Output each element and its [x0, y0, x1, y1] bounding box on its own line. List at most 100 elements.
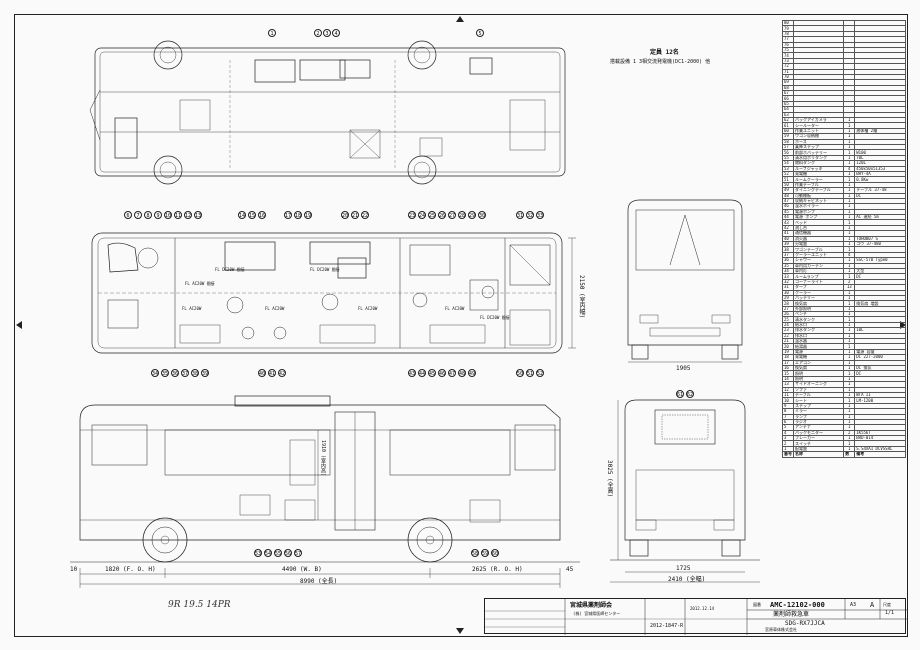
callout-marker: 34	[151, 369, 159, 377]
section-label: FL AC20W 間接	[185, 281, 215, 286]
section-label: FL AC20W	[265, 306, 285, 311]
section-label: FL AC20W	[182, 306, 202, 311]
callout-marker: 21	[351, 211, 359, 219]
callout-marker: 32	[526, 211, 534, 219]
parts-header-no: 番号	[782, 451, 794, 458]
callout-marker: 42	[278, 369, 286, 377]
callout-marker: 61	[676, 390, 684, 398]
callout-marker: 3	[323, 29, 331, 37]
callout-marker: 37	[181, 369, 189, 377]
callout-marker: 41	[268, 369, 276, 377]
callout-marker: 50	[516, 369, 524, 377]
section-label: FL DC20W 間接	[480, 315, 510, 320]
section-label: FL AC20W	[358, 306, 378, 311]
callout-marker: 11	[174, 211, 182, 219]
header-note-1: 定員 12名	[650, 49, 679, 56]
callout-marker: 31	[516, 211, 524, 219]
callout-marker: 26	[438, 211, 446, 219]
plan-view	[91, 232, 576, 354]
callout-marker: 35	[161, 369, 169, 377]
title-scale: 1/1	[885, 610, 895, 616]
top-view	[89, 40, 566, 185]
section-label: FL DC20W 間接	[215, 267, 245, 272]
dim-overall-height: 3025 (全高)	[606, 460, 613, 498]
callout-marker: 45	[428, 369, 436, 377]
callout-marker: 22	[361, 211, 369, 219]
title-block: 宮城県薬剤師会 (株) 宮城県医師センター 2012.12.14 2012-18…	[484, 598, 907, 635]
callout-marker: 19	[304, 211, 312, 219]
callout-marker: 28	[458, 211, 466, 219]
callout-marker: 62	[686, 390, 694, 398]
section-label: FL DC20W 間接	[310, 267, 340, 272]
parts-header-name: 名称	[792, 451, 845, 458]
callout-marker: 10	[164, 211, 172, 219]
dim-rear-mark: 45	[566, 566, 574, 573]
dim-overall-length: 8990 (全長)	[300, 578, 338, 585]
callout-marker: 46	[438, 369, 446, 377]
title-org-sub: (株) 宮城県医師センター	[573, 611, 621, 616]
parts-header-note: 備考	[854, 451, 906, 458]
callout-marker: 17	[284, 211, 292, 219]
parts-header-qty: 数	[843, 451, 856, 458]
callout-marker: 18	[294, 211, 302, 219]
callout-marker: 44	[418, 369, 426, 377]
callout-marker: 7	[134, 211, 142, 219]
callout-marker: 59	[481, 549, 489, 557]
callout-marker: 5	[476, 29, 484, 37]
callout-marker: 4	[332, 29, 340, 37]
callout-marker: 12	[184, 211, 192, 219]
table-header-row: 番号名称数備考	[782, 451, 906, 458]
callout-marker: 60	[491, 549, 499, 557]
callout-marker: 49	[468, 369, 476, 377]
title-org: 宮城県薬剤師会	[570, 602, 613, 609]
callout-marker: 51	[526, 369, 534, 377]
side-view	[70, 395, 580, 588]
callout-marker: 24	[418, 211, 426, 219]
title-drawing-no: AMC-12102-000	[770, 601, 825, 609]
rear-view	[610, 399, 760, 583]
dim-width-plan: 2150 (室内幅)	[578, 275, 585, 319]
dim-wheelbase: 4490 (W. B)	[282, 566, 322, 573]
callout-marker: 38	[191, 369, 199, 377]
callout-marker: 1	[268, 29, 276, 37]
dim-rear-width: 1725	[676, 565, 691, 572]
callout-marker: 47	[448, 369, 456, 377]
callout-marker: 6	[124, 211, 132, 219]
header-note-2: 搭載設備 1 3相交流発電機(DC1-2000) 他	[610, 59, 711, 65]
dim-overall-width: 2410 (全幅)	[668, 576, 706, 583]
callout-marker: 54	[264, 549, 272, 557]
callout-marker: 29	[468, 211, 476, 219]
dim-rear-overhang: 2625 (R. O. H)	[472, 566, 523, 573]
dim-height-interior: 1910 (室内高)	[320, 440, 326, 477]
title-maker: 宮原車体株式会社	[765, 627, 797, 632]
callout-marker: 13	[194, 211, 202, 219]
handwritten-note: 9R 19.5 14PR	[168, 600, 231, 610]
callout-marker: 15	[248, 211, 256, 219]
callout-marker: 56	[284, 549, 292, 557]
callout-marker: 33	[536, 211, 544, 219]
title-scale-label: 尺度	[883, 602, 891, 607]
title-drawing-no-label: 図番	[753, 602, 761, 607]
callout-marker: 20	[341, 211, 349, 219]
callout-marker: 57	[294, 549, 302, 557]
drawing-frame	[14, 14, 908, 637]
callout-marker: 16	[258, 211, 266, 219]
dim-front-width: 1905	[676, 365, 691, 372]
dim-front-overhang-mark: 10	[70, 566, 78, 573]
front-view	[627, 199, 743, 363]
callout-marker: 8	[144, 211, 152, 219]
callout-marker: 23	[408, 211, 416, 219]
title-name: 薬剤師救急車	[773, 611, 810, 618]
callout-marker: 40	[258, 369, 266, 377]
callout-marker: 48	[458, 369, 466, 377]
title-size: A3	[850, 602, 857, 608]
callout-marker: 27	[448, 211, 456, 219]
